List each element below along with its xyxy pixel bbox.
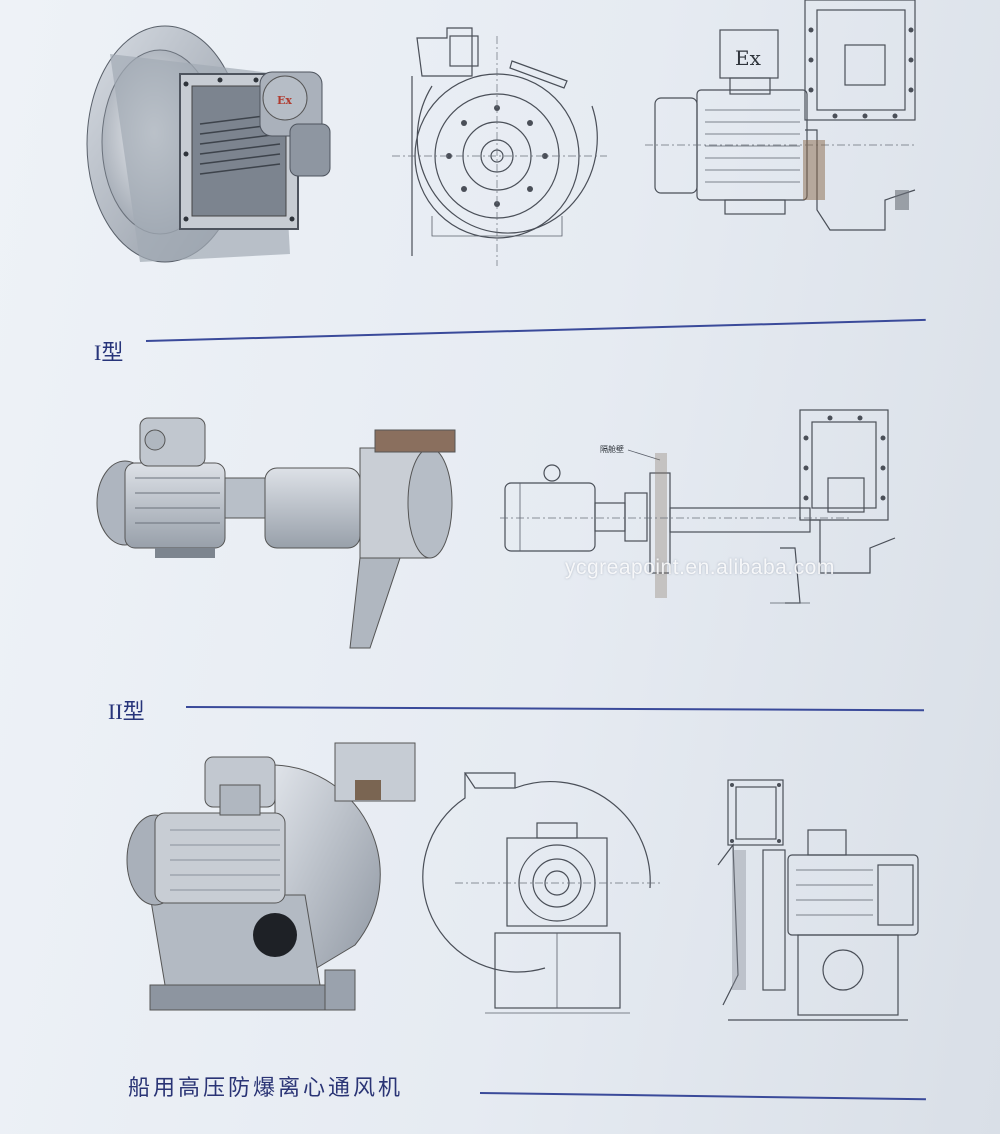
watermark: ycgreapoint.en.alibaba.com xyxy=(565,556,835,579)
fan-front-drawing-row1 xyxy=(392,27,607,266)
type-i-label: I型 xyxy=(94,340,124,365)
bulkhead-note: 隔舱壁 xyxy=(600,444,624,454)
fan-photo-row1: Ex xyxy=(86,25,331,263)
caption-divider xyxy=(479,1092,926,1101)
fan-photo-row3 xyxy=(126,742,416,1011)
type-ii-label: II型 xyxy=(108,699,145,724)
fan-side-drawing-row1: Ex xyxy=(645,0,916,231)
ex-mark-drawing: Ex xyxy=(735,46,762,70)
fan-side-drawing-row3 xyxy=(717,779,919,1021)
type-i-divider xyxy=(145,318,926,342)
bulkhead-installation-drawing: 隔舱壁 xyxy=(500,409,896,604)
type-ii-divider xyxy=(185,706,924,712)
ex-mark-photo: Ex xyxy=(277,94,292,107)
fan-front-drawing-row3 xyxy=(422,772,660,1014)
product-caption: 船用高压防爆离心通风机 xyxy=(128,1076,404,1101)
fan-photo-row2 xyxy=(96,417,456,649)
